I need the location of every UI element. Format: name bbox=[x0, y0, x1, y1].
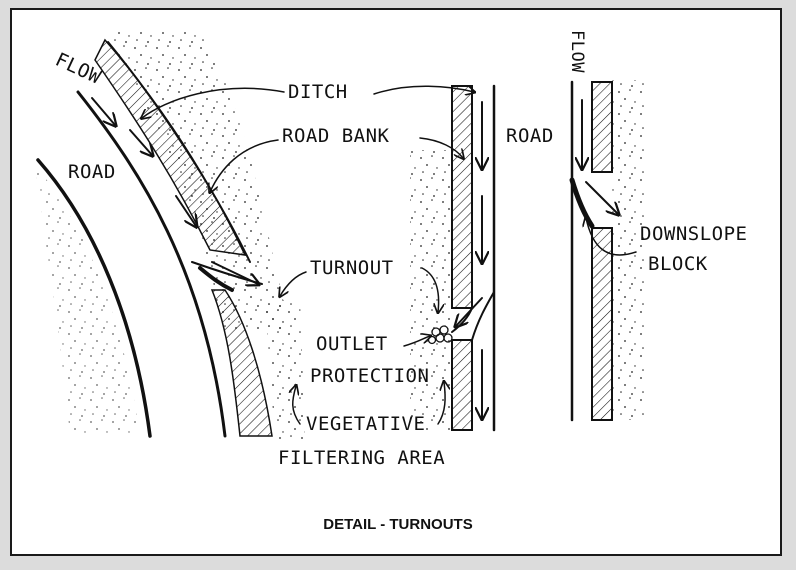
label-road-middle: ROAD bbox=[506, 125, 554, 147]
flow-arrow-3 bbox=[175, 195, 196, 226]
left-stipple-road-edge bbox=[35, 165, 140, 435]
right-stipple bbox=[612, 80, 646, 420]
right-road-bank-lower bbox=[591, 227, 613, 421]
label-vegetative-line1: VEGETATIVE bbox=[306, 413, 425, 435]
right-road-bank-upper bbox=[591, 81, 613, 173]
label-road-left: ROAD bbox=[68, 161, 116, 183]
middle-stipple bbox=[410, 150, 450, 430]
middle-road-bank-lower bbox=[451, 339, 473, 431]
middle-turnout-lower bbox=[471, 291, 495, 341]
label-flow-left: FLOW bbox=[52, 49, 105, 89]
label-outlet-protection-line2: PROTECTION bbox=[310, 365, 429, 387]
ditch-leader-left bbox=[142, 87, 285, 118]
right-flow-arrow-turnout bbox=[585, 181, 618, 214]
flow-arrow-1 bbox=[91, 97, 115, 125]
road-edge-line bbox=[36, 158, 152, 438]
label-downslope-line1: DOWNSLOPE bbox=[640, 223, 747, 245]
left-stipple-lower bbox=[265, 300, 305, 440]
figure-caption: DETAIL - TURNOUTS bbox=[323, 516, 473, 533]
label-road-bank: ROAD BANK bbox=[282, 125, 390, 147]
right-downslope-block bbox=[569, 177, 595, 229]
middle-road-bank-upper bbox=[451, 85, 473, 309]
turnout-leader-left bbox=[280, 271, 307, 296]
downslope-leader bbox=[586, 218, 637, 256]
label-downslope-line2: BLOCK bbox=[648, 253, 708, 275]
label-vegetative-line2: FILTERING AREA bbox=[278, 447, 445, 469]
ditch-outer-line bbox=[107, 41, 251, 263]
middle-flow-arrow-turnout bbox=[456, 297, 483, 326]
label-flow-right: FLOW bbox=[567, 30, 587, 73]
flow-arrow-turnout-left bbox=[211, 261, 258, 284]
label-ditch: DITCH bbox=[288, 81, 348, 103]
left-turnout-block bbox=[198, 266, 234, 292]
label-turnout: TURNOUT bbox=[310, 257, 394, 279]
road-bank-leader-left bbox=[210, 139, 279, 192]
road-bank-lower bbox=[210, 289, 273, 437]
flow-arrow-2 bbox=[129, 129, 152, 155]
vegetative-leader-left bbox=[293, 386, 301, 425]
label-outlet-protection-line1: OUTLET bbox=[316, 333, 388, 355]
